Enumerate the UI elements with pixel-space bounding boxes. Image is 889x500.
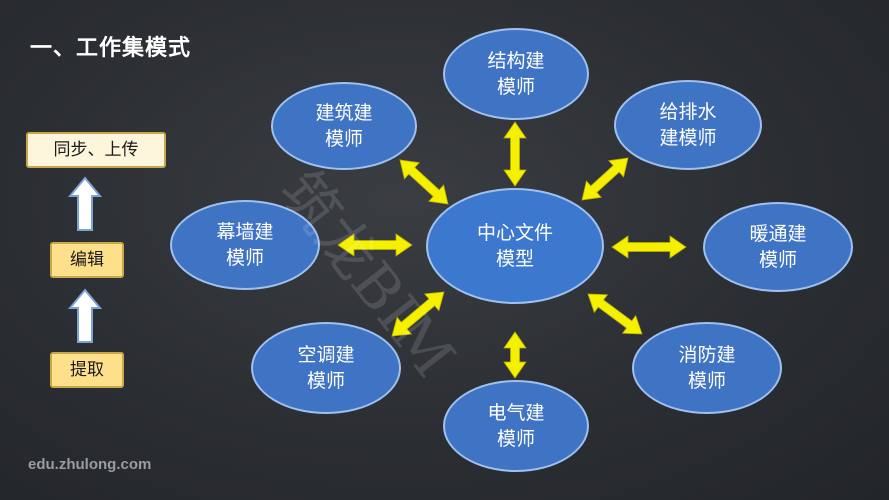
up-arrow-icon: [68, 176, 102, 231]
up-arrow-icon: [68, 288, 102, 343]
structure-modeler-node: 结构建 模师: [443, 28, 589, 120]
architecture-modeler-node: 建筑建 模师: [271, 82, 417, 170]
site-url: edu.zhulong.com: [28, 456, 152, 473]
fire-protection-modeler-label: 消防建 模师: [678, 344, 736, 392]
architecture-modeler-label: 建筑建 模师: [315, 102, 373, 150]
plumbing-modeler-node: 给排水 建模师: [614, 80, 762, 170]
structure-connector-arrow: [503, 121, 527, 187]
central-model-node: 中心文件 模型: [426, 188, 604, 304]
electrical-modeler-node: 电气建 模师: [443, 380, 589, 472]
edit-box: 编辑: [50, 242, 124, 278]
central-model-label: 中心文件 模型: [476, 222, 553, 270]
fire-protection-modeler-node: 消防建 模师: [632, 322, 782, 414]
slide-title: 一、工作集模式: [30, 36, 192, 61]
architecture-connector-arrow: [399, 159, 449, 205]
air-conditioning-connector-arrow: [391, 291, 445, 337]
curtain-wall-connector-arrow: [337, 233, 413, 257]
hvac-connector-arrow: [611, 235, 687, 259]
curtain-wall-modeler-node: 幕墙建 模师: [170, 200, 320, 290]
fire-protection-connector-arrow: [587, 293, 643, 335]
extract-box: 提取: [50, 352, 124, 388]
hvac-modeler-label: 暖通建 模师: [749, 223, 807, 271]
air-conditioning-modeler-node: 空调建 模师: [251, 322, 401, 414]
sync-upload-box: 同步、上传: [26, 132, 166, 168]
plumbing-modeler-label: 给排水 建模师: [659, 101, 717, 149]
electrical-connector-arrow: [503, 331, 527, 379]
structure-modeler-label: 结构建 模师: [487, 50, 545, 98]
air-conditioning-modeler-label: 空调建 模师: [297, 344, 355, 392]
curtain-wall-modeler-label: 幕墙建 模师: [216, 221, 274, 269]
plumbing-connector-arrow: [581, 157, 629, 201]
hvac-modeler-node: 暖通建 模师: [703, 202, 853, 292]
electrical-modeler-label: 电气建 模师: [487, 402, 545, 450]
